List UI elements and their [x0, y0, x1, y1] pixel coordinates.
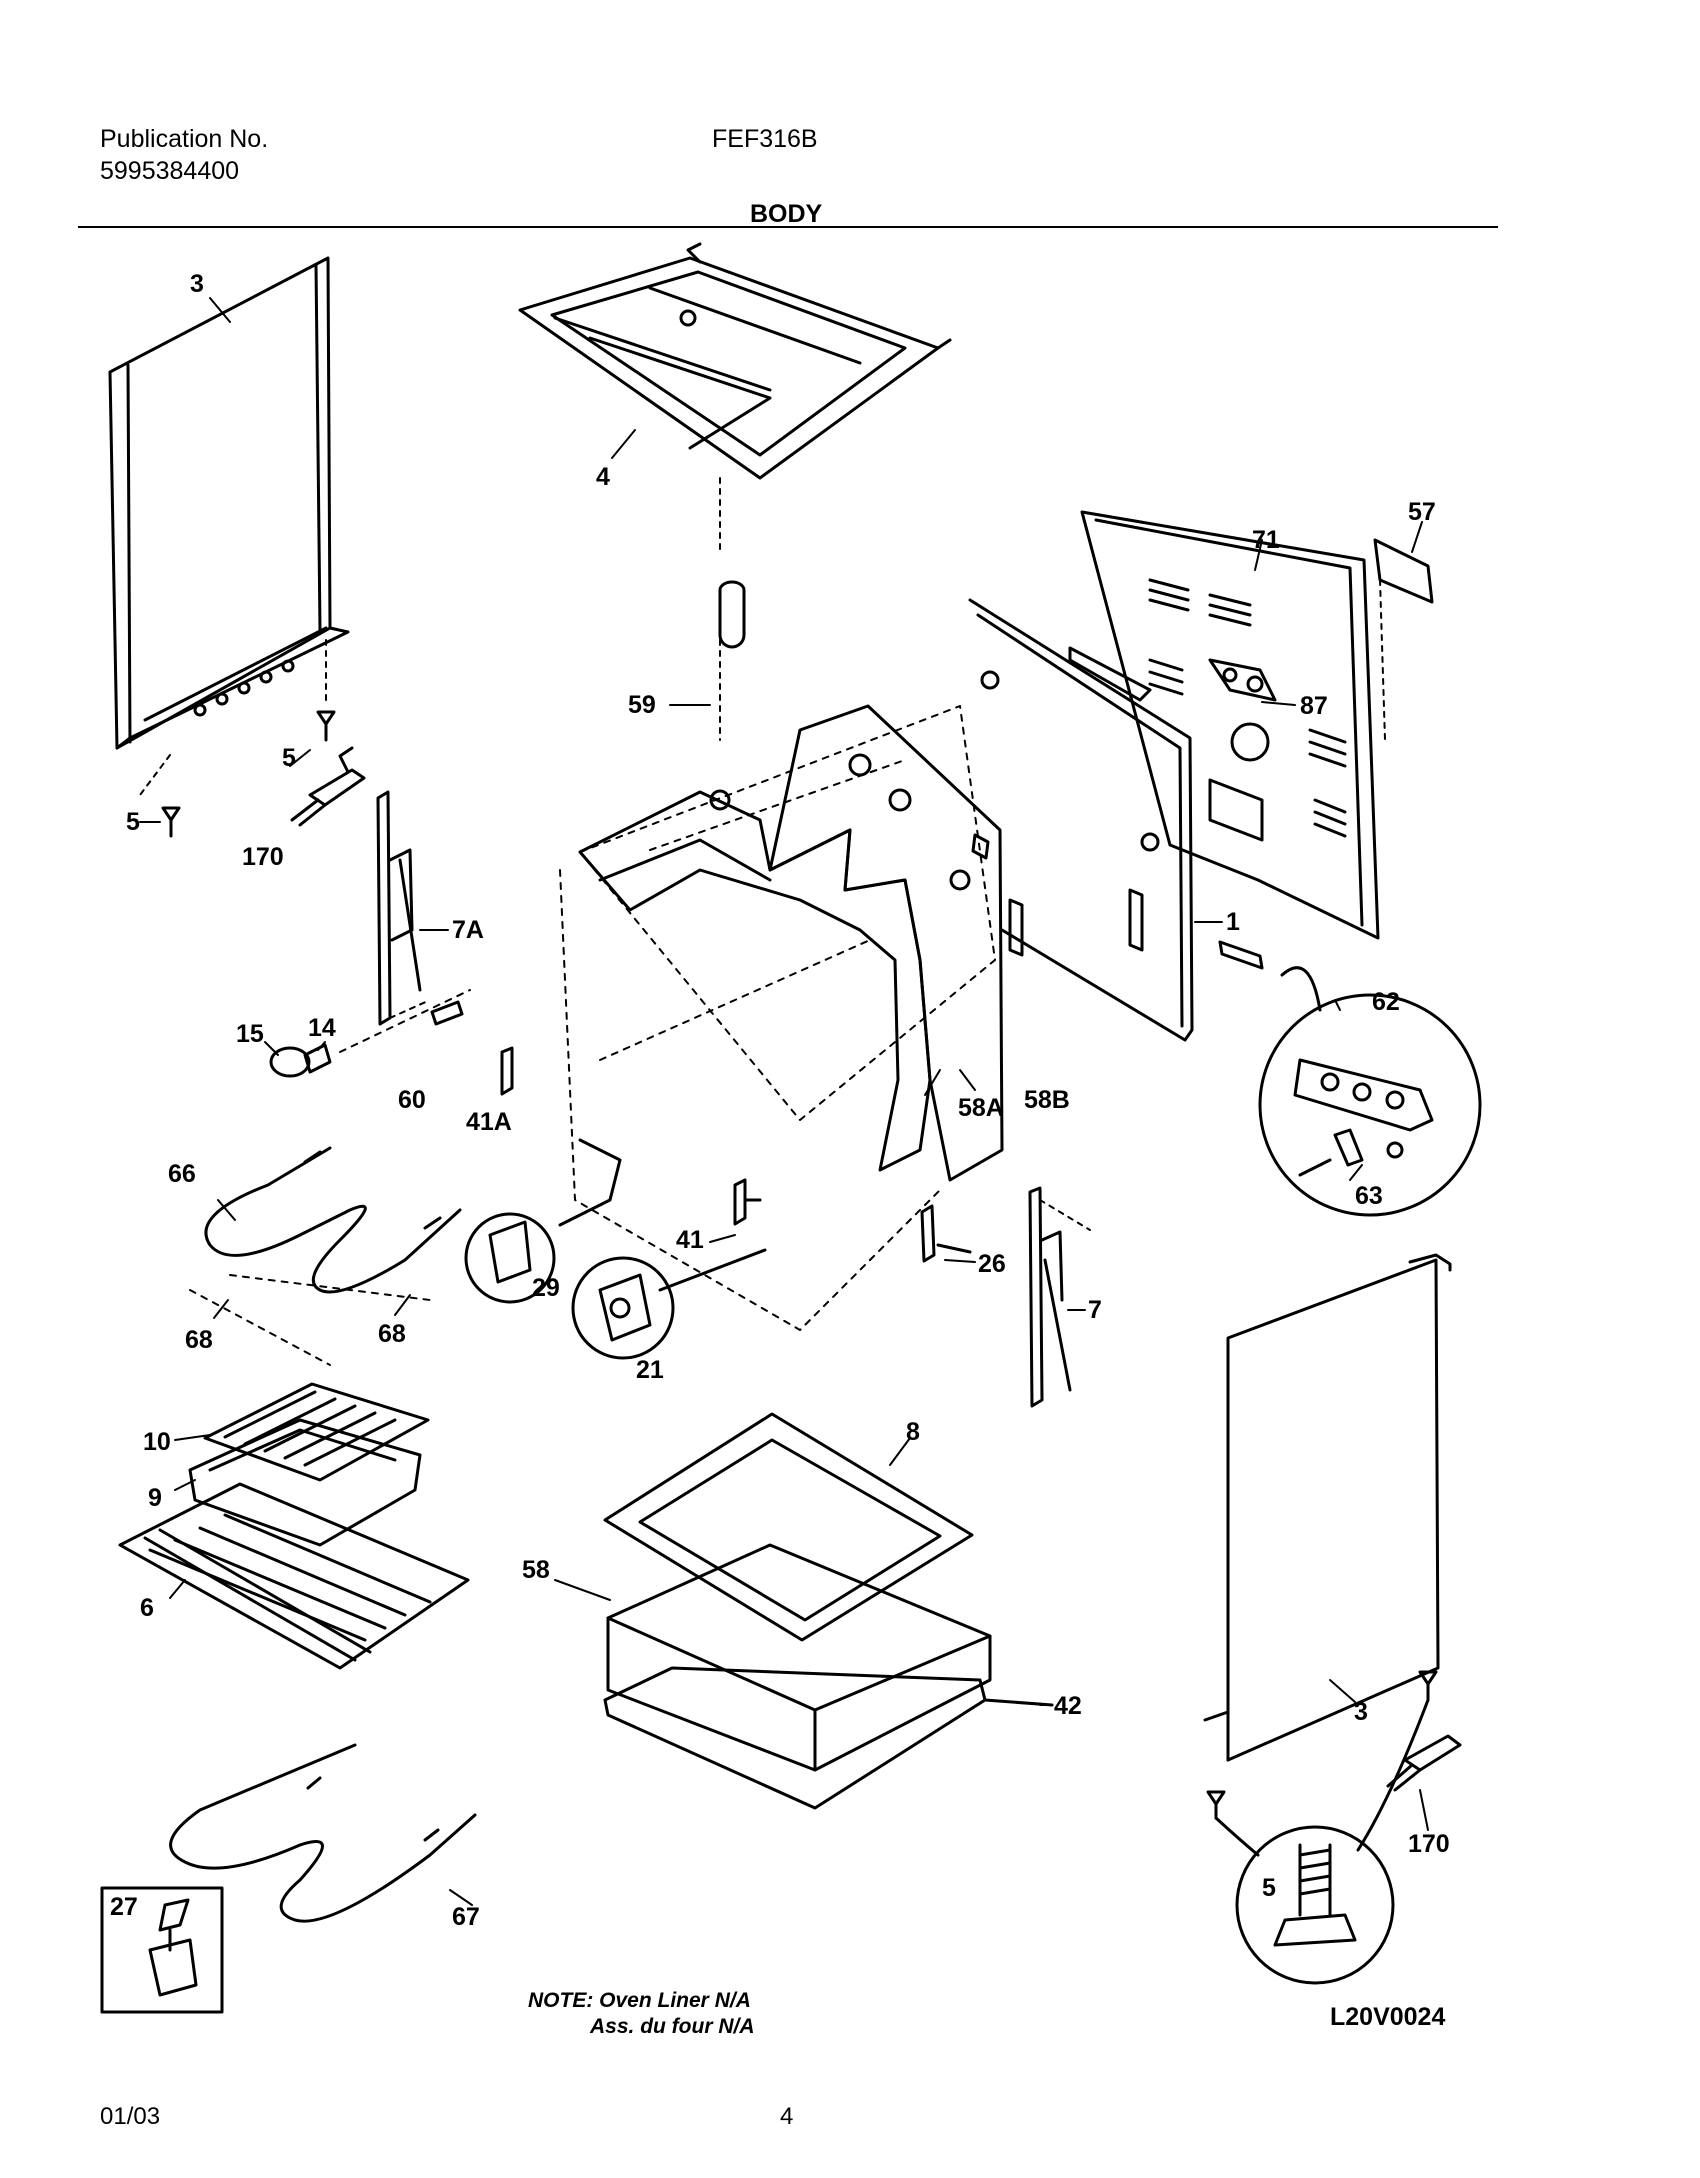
inset-27-box — [100, 1886, 224, 2014]
footer-date: 01/03 — [100, 2103, 161, 2130]
bracket-41a-drawing — [500, 1046, 514, 1096]
part-label: 8 — [906, 1418, 920, 1446]
part-label: 58 — [522, 1556, 550, 1584]
part-label: 59 — [628, 691, 656, 719]
part-label: 3 — [1354, 1698, 1368, 1726]
header-rule — [78, 226, 1498, 228]
part-label: 63 — [1355, 1182, 1383, 1210]
part-label: 60 — [398, 1086, 426, 1114]
part-label: 170 — [1408, 1830, 1450, 1858]
model-number: FEF316B — [712, 125, 818, 153]
part-label: 57 — [1408, 498, 1436, 526]
insulation-58-drawing — [606, 1543, 992, 1772]
bracket-41-drawing — [733, 1178, 762, 1226]
part-label: 10 — [143, 1428, 171, 1456]
leveler-bracket-right — [1386, 1734, 1462, 1792]
section-title: BODY — [750, 200, 823, 228]
oven-rack-drawing — [118, 1482, 470, 1670]
terminal-block-small — [1218, 940, 1322, 1012]
leader-lines — [139, 297, 1429, 1906]
note-line-1: NOTE: Oven Liner N/A — [528, 1989, 751, 2012]
leveler-bracket-drawing — [290, 746, 366, 827]
part-label: 87 — [1300, 692, 1328, 720]
part-labels: 3 4 57 71 59 87 5 5 170 7A 1 15 14 60 41… — [110, 270, 1450, 1931]
hinge-receiver-7 — [1028, 1186, 1091, 1408]
part-label: 41 — [676, 1226, 704, 1254]
part-label: 27 — [110, 1893, 138, 1921]
broil-element-drawing — [204, 1146, 462, 1294]
leveler-detail-drawing — [1235, 1825, 1395, 1985]
oven-cavity-drawing — [559, 705, 996, 1331]
page-number: 4 — [780, 2103, 794, 2130]
oven-lamp-drawing — [269, 989, 471, 1078]
part-label: 15 — [236, 1020, 264, 1048]
part-label: 6 — [140, 1594, 154, 1622]
publication-number: 5995384400 — [100, 157, 240, 185]
insulation-58b-drawing — [768, 704, 1004, 1182]
part-label: 66 — [168, 1160, 196, 1188]
part-label: 67 — [452, 1903, 480, 1931]
part-label: 62 — [1372, 988, 1400, 1016]
part-label: 58A — [958, 1094, 1004, 1122]
back-cover-71-drawing — [1080, 510, 1380, 940]
oven-bottom-8-drawing — [603, 1412, 974, 1642]
publication-label: Publication No. — [100, 125, 269, 153]
side-panel-left-drawing — [108, 256, 350, 796]
part-label: 71 — [1252, 526, 1280, 554]
wire-to-29 — [464, 1138, 622, 1304]
bake-element-drawing — [169, 1743, 477, 1923]
part-label: 3 — [190, 270, 204, 298]
part-label: 170 — [242, 843, 284, 871]
insulation-58a-drawing — [578, 790, 932, 1172]
terminal-block-detail — [1258, 993, 1482, 1217]
part-label: 21 — [636, 1356, 664, 1384]
side-panel-right-drawing — [1203, 1253, 1452, 1762]
part-label: 4 — [596, 463, 610, 491]
bottom-panel-42-drawing — [603, 1666, 1054, 1810]
element-shield-68 — [189, 1274, 431, 1366]
bracket-60-drawing — [430, 1000, 464, 1026]
part-label: 41A — [466, 1108, 512, 1136]
sensor-21-drawing — [571, 1248, 767, 1360]
part-label: 7A — [452, 916, 484, 944]
part-label: 7 — [1088, 1296, 1102, 1324]
broiler-pan-drawing — [188, 1418, 422, 1547]
leg-screws-left — [161, 710, 336, 838]
leg-screws-right — [1206, 1670, 1438, 1857]
note-line-2: Ass. du four N/A — [590, 2015, 755, 2038]
part-label: 14 — [308, 1014, 336, 1042]
part-label: 42 — [1054, 1692, 1082, 1720]
plate-87-drawing — [1222, 667, 1264, 693]
broiler-grid-drawing — [203, 1382, 430, 1482]
part-label: 5 — [126, 808, 140, 836]
drawing-code: L20V0024 — [1330, 2003, 1446, 2031]
part-label: 5 — [1262, 1874, 1276, 1902]
hinge-26-drawing — [920, 1204, 972, 1263]
part-label: 1 — [1226, 908, 1240, 936]
part-label: 9 — [148, 1484, 162, 1512]
lamp-socket-drawing — [718, 580, 746, 741]
part-label: 58B — [1024, 1086, 1070, 1114]
part-label: 26 — [978, 1250, 1006, 1278]
part-label: 68 — [185, 1326, 213, 1354]
cover-57-drawing — [1373, 538, 1434, 741]
part-label: 5 — [282, 744, 296, 772]
part-label: 68 — [378, 1320, 406, 1348]
part-label: 29 — [532, 1274, 560, 1302]
top-panel-drawing — [518, 242, 952, 551]
hinge-receiver-7a — [376, 790, 431, 1026]
back-panel-drawing — [968, 598, 1194, 1042]
